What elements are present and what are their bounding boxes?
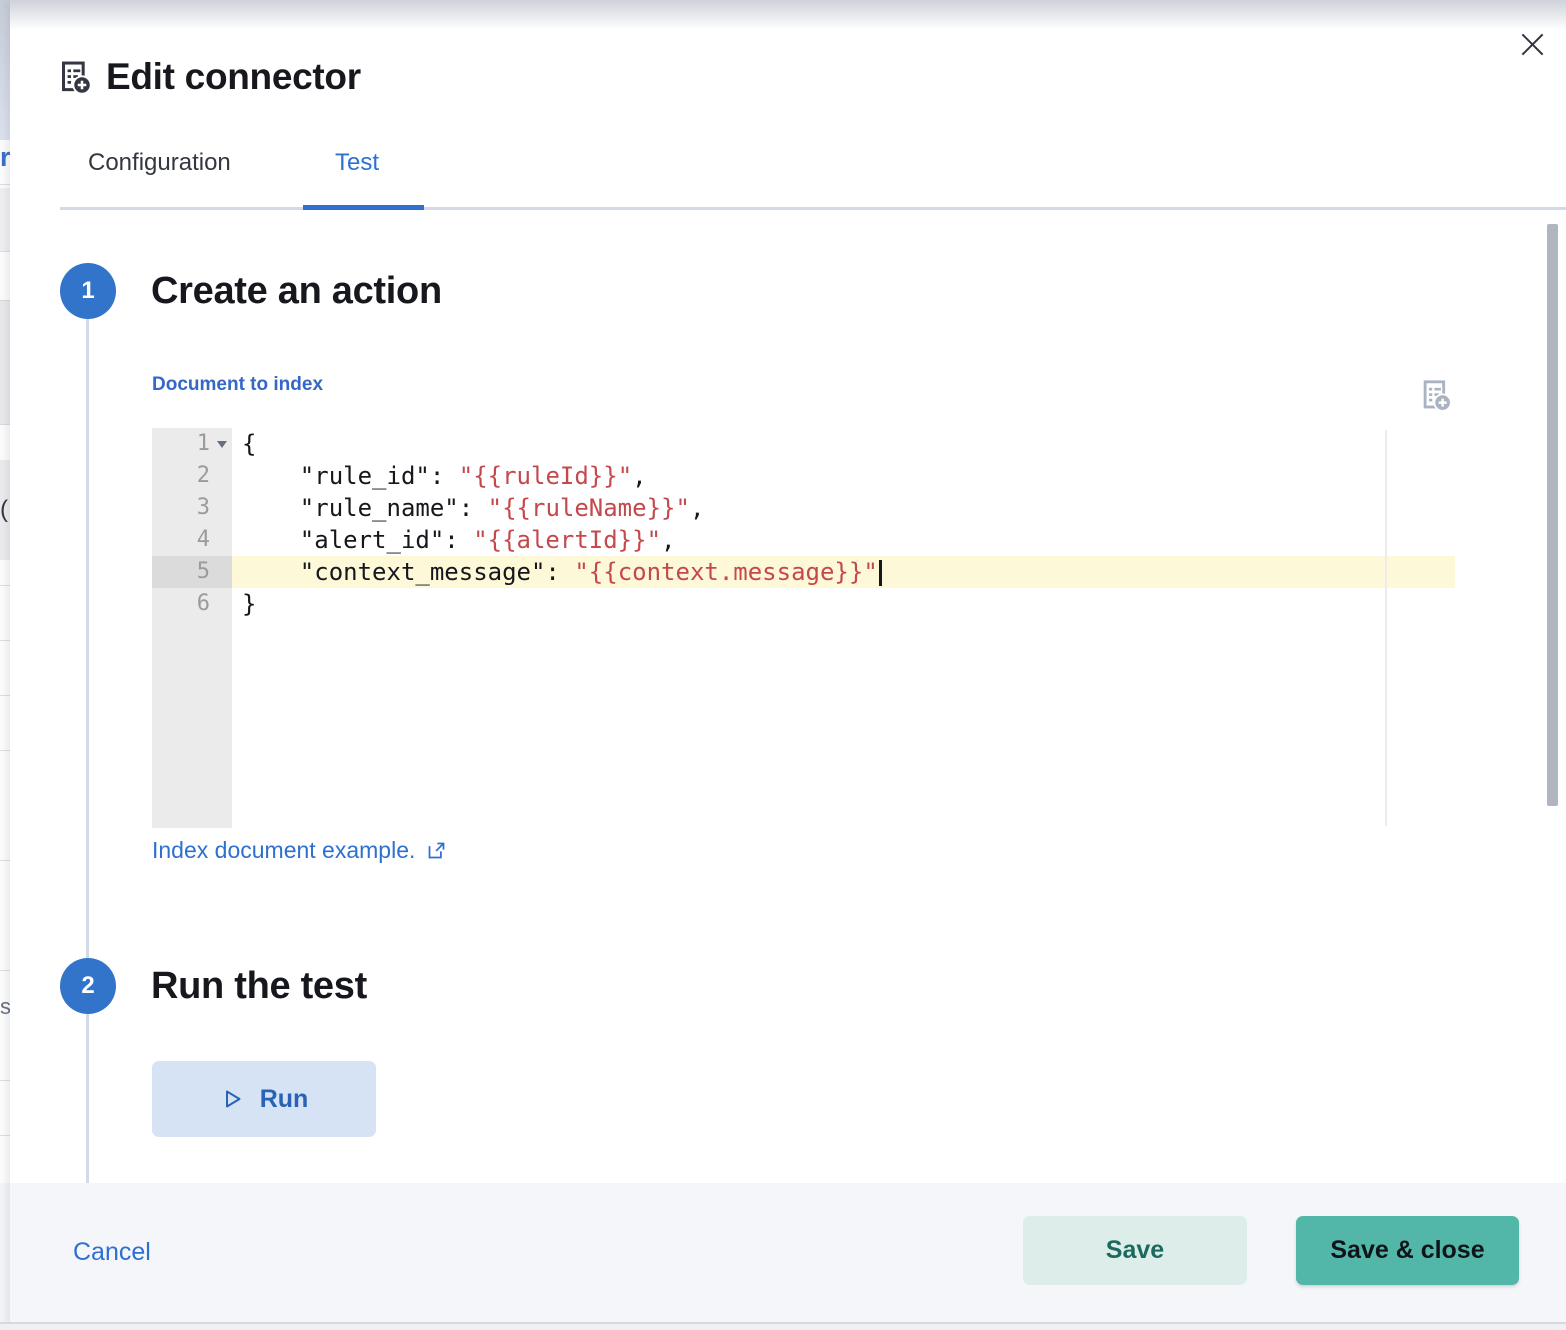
backdrop-row-divider (0, 750, 10, 751)
external-link-icon (429, 842, 445, 859)
backdrop-footer-block (0, 1183, 10, 1322)
gutter-line-number: 2 (196, 463, 210, 488)
fold-caret-icon[interactable] (217, 441, 227, 448)
flyout-footer: Cancel Save Save & close (10, 1183, 1566, 1322)
code-token: "rule_name": (242, 494, 488, 522)
code-token: , (632, 462, 647, 490)
gutter-line-number: 3 (196, 495, 210, 520)
gutter-line-number: 4 (196, 527, 210, 552)
code-line: } (232, 588, 256, 620)
code-line: "rule_id": "{{ruleId}}", (232, 460, 647, 492)
flyout-scrollbar-thumb[interactable] (1547, 224, 1558, 806)
edit-connector-flyout: Edit connector Configuration Test 1 2 Cr… (10, 0, 1566, 1330)
backdrop-row-divider (0, 860, 10, 861)
close-button[interactable] (1510, 22, 1554, 66)
document-to-index-label: Document to index (152, 374, 324, 395)
gutter-line-number: 6 (196, 591, 210, 616)
code-token: "alert_id": (242, 526, 474, 554)
backdrop-row-divider (0, 970, 10, 971)
tab-test[interactable]: Test (335, 146, 379, 180)
play-icon (225, 1090, 241, 1108)
backdrop-header-block (0, 0, 10, 140)
code-token: "{{alertId}}" (473, 526, 662, 554)
code-line: "rule_name": "{{ruleName}}", (232, 492, 705, 524)
active-tab-underline (303, 205, 424, 210)
backdrop-row-divider (0, 1135, 10, 1136)
code-token: } (242, 590, 257, 618)
code-line: "alert_id": "{{alertId}}", (232, 524, 676, 556)
steps-connector-line (86, 309, 89, 1183)
flyout-top-shadow (10, 0, 1566, 30)
flyout-header: Edit connector (56, 56, 361, 98)
backdrop-row-divider (0, 585, 10, 586)
save-button[interactable]: Save (1023, 1216, 1247, 1285)
editor-gutter (152, 428, 232, 828)
gutter-line-number: 1 (152, 428, 232, 460)
code-token: "{{ruleName}}" (487, 494, 690, 522)
index-document-example-link[interactable]: Index document example. (152, 837, 447, 864)
code-token: { (242, 430, 257, 458)
backdrop-block (0, 300, 10, 425)
text-cursor (878, 560, 882, 586)
code-token: "{{ruleId}}" (458, 462, 633, 490)
json-editor[interactable]: 1 2 3 4 5 6 { "rule_id": "{{ruleId}}", "… (152, 428, 1455, 828)
backdrop-row-divider (0, 640, 10, 641)
save-and-close-button[interactable]: Save & close (1296, 1216, 1519, 1285)
run-button[interactable]: Run (152, 1061, 376, 1137)
cancel-button[interactable]: Cancel (73, 1183, 151, 1322)
code-token: "rule_id": (242, 462, 459, 490)
code-token: , (661, 526, 676, 554)
index-document-add-icon (62, 61, 92, 95)
index-document-ghost-icon (1423, 380, 1452, 412)
code-token: "context_message": (242, 558, 575, 586)
step-1-badge: 1 (60, 263, 116, 319)
step-2-badge: 2 (60, 958, 116, 1014)
run-button-label: Run (259, 1084, 309, 1113)
backdrop-row-divider (0, 184, 10, 185)
active-line-highlight (232, 556, 1455, 588)
close-x-icon (1521, 33, 1543, 55)
page-title: Edit connector (106, 56, 361, 97)
gutter-line-number: 5 (152, 556, 232, 588)
editor-print-margin (1385, 430, 1387, 826)
code-token: , (689, 494, 705, 522)
tabs-divider (60, 207, 1566, 210)
code-line: { (232, 428, 256, 460)
tab-configuration[interactable]: Configuration (88, 146, 231, 180)
backdrop-row-divider (0, 695, 10, 696)
backdrop-fragment: s (0, 994, 10, 1019)
step-1-title: Create an action (151, 269, 442, 312)
backdrop-fragment: ( (0, 496, 8, 523)
page-bottom-edge (0, 1322, 1566, 1330)
backdrop-block (0, 460, 10, 560)
line-number-text: 1 (196, 431, 210, 456)
backdrop-row-divider (0, 1080, 10, 1081)
step-2-title: Run the test (151, 964, 367, 1007)
example-link-label: Index document example. (152, 837, 416, 863)
backdrop-block (0, 188, 10, 252)
backdrop-fragment: r (0, 142, 10, 172)
backdrop-strip: r ( s (0, 0, 10, 1330)
code-token: "{{context.message}}" (574, 558, 878, 586)
code-line: "context_message": "{{context.message}}" (232, 556, 882, 588)
